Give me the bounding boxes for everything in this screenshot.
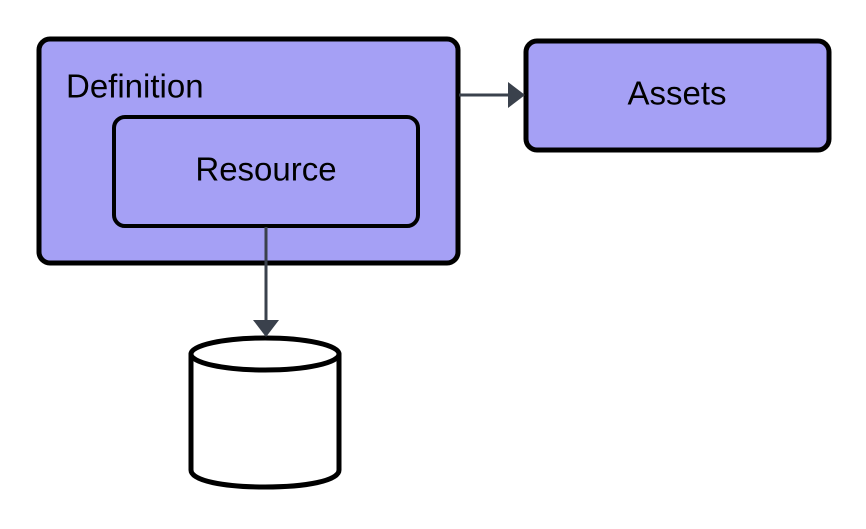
datastore-cylinder-top — [188, 335, 342, 373]
definition-label: Definition — [66, 68, 204, 105]
assets-label: Assets — [627, 75, 726, 112]
resource-box-shape[interactable] — [112, 115, 420, 228]
node-assets[interactable]: Assets — [523, 38, 832, 153]
node-datastore[interactable] — [188, 335, 342, 490]
edge-resource-to-datastore-arrowhead — [253, 320, 279, 337]
edge-definition-to-assets-arrowhead — [508, 82, 525, 108]
datastore-cylinder-body[interactable] — [188, 351, 342, 490]
edge-definition-to-assets[interactable] — [459, 82, 525, 108]
edge-resource-to-datastore[interactable] — [253, 227, 279, 337]
node-resource[interactable]: Resource — [112, 115, 420, 228]
assets-box-shape[interactable] — [523, 38, 832, 153]
resource-label: Resource — [195, 151, 336, 188]
